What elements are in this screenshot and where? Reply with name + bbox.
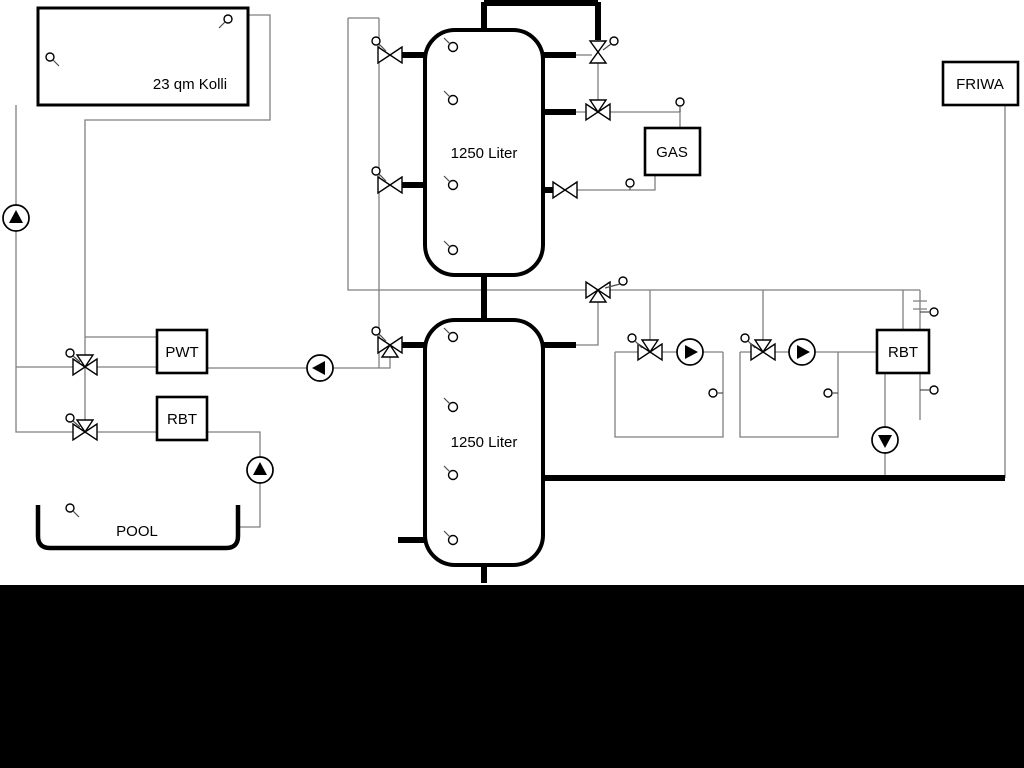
- collector-label: 23 qm Kolli: [153, 76, 227, 93]
- pool-label: POOL: [116, 523, 158, 540]
- friwa-station: FRIWA: [941, 60, 1020, 107]
- motor-valve-icon: [371, 36, 403, 65]
- pwt-unit: PWT: [155, 328, 209, 375]
- pool-pump-icon: [246, 456, 274, 484]
- rbt-right-label: RBT: [888, 344, 918, 361]
- mixing-valve-icon: [65, 348, 98, 377]
- mixing-valve-icon: [740, 333, 776, 362]
- mixing-valve-icon: [65, 413, 98, 442]
- three-way-valve-icon: [585, 99, 611, 122]
- three-way-motor-valve-icon: [585, 276, 628, 303]
- rbt-left-unit: RBT: [155, 395, 209, 442]
- valve-icon: [552, 180, 578, 200]
- rbt-right-unit: RBT: [875, 328, 931, 375]
- heating-pump-1-icon: [676, 338, 704, 366]
- mixing-valve-icon: [627, 333, 663, 362]
- three-way-valve-icon: [371, 326, 403, 358]
- pool: POOL: [35, 503, 241, 551]
- motor-valve-icon: [371, 166, 403, 195]
- tank-bottom-label: 1250 Liter: [451, 434, 518, 451]
- gas-boiler: GAS: [643, 126, 702, 177]
- collector-sensor-icon: [45, 52, 55, 62]
- rbt-pump-icon: [871, 426, 899, 454]
- solar-collector: 23 qm Kolli: [36, 6, 250, 107]
- main-pipes: [398, 0, 1005, 583]
- tank-bottom-sensor-icons: [443, 327, 459, 546]
- buffer-tank-top: 1250 Liter: [423, 28, 545, 277]
- pipe-sensor-icons: [625, 97, 939, 398]
- rbt-left-label: RBT: [167, 411, 197, 428]
- friwa-label: FRIWA: [956, 76, 1004, 93]
- tank-top-sensor-icons: [443, 37, 459, 256]
- collector-sensor-icon: [223, 14, 233, 24]
- heating-pump-2-icon: [788, 338, 816, 366]
- pump-icons: [2, 204, 899, 484]
- gas-label: GAS: [656, 144, 688, 161]
- valve-icons: [65, 36, 776, 442]
- tank-top-label: 1250 Liter: [451, 145, 518, 162]
- pwt-label: PWT: [165, 344, 198, 361]
- letterbox: [0, 585, 1024, 768]
- pwt-pump-icon: [306, 354, 334, 382]
- buffer-tank-bottom: 1250 Liter: [423, 318, 545, 567]
- solar-pump-icon: [2, 204, 30, 232]
- motor-valve-icon: [588, 36, 619, 64]
- pool-sensor-icon: [65, 503, 75, 513]
